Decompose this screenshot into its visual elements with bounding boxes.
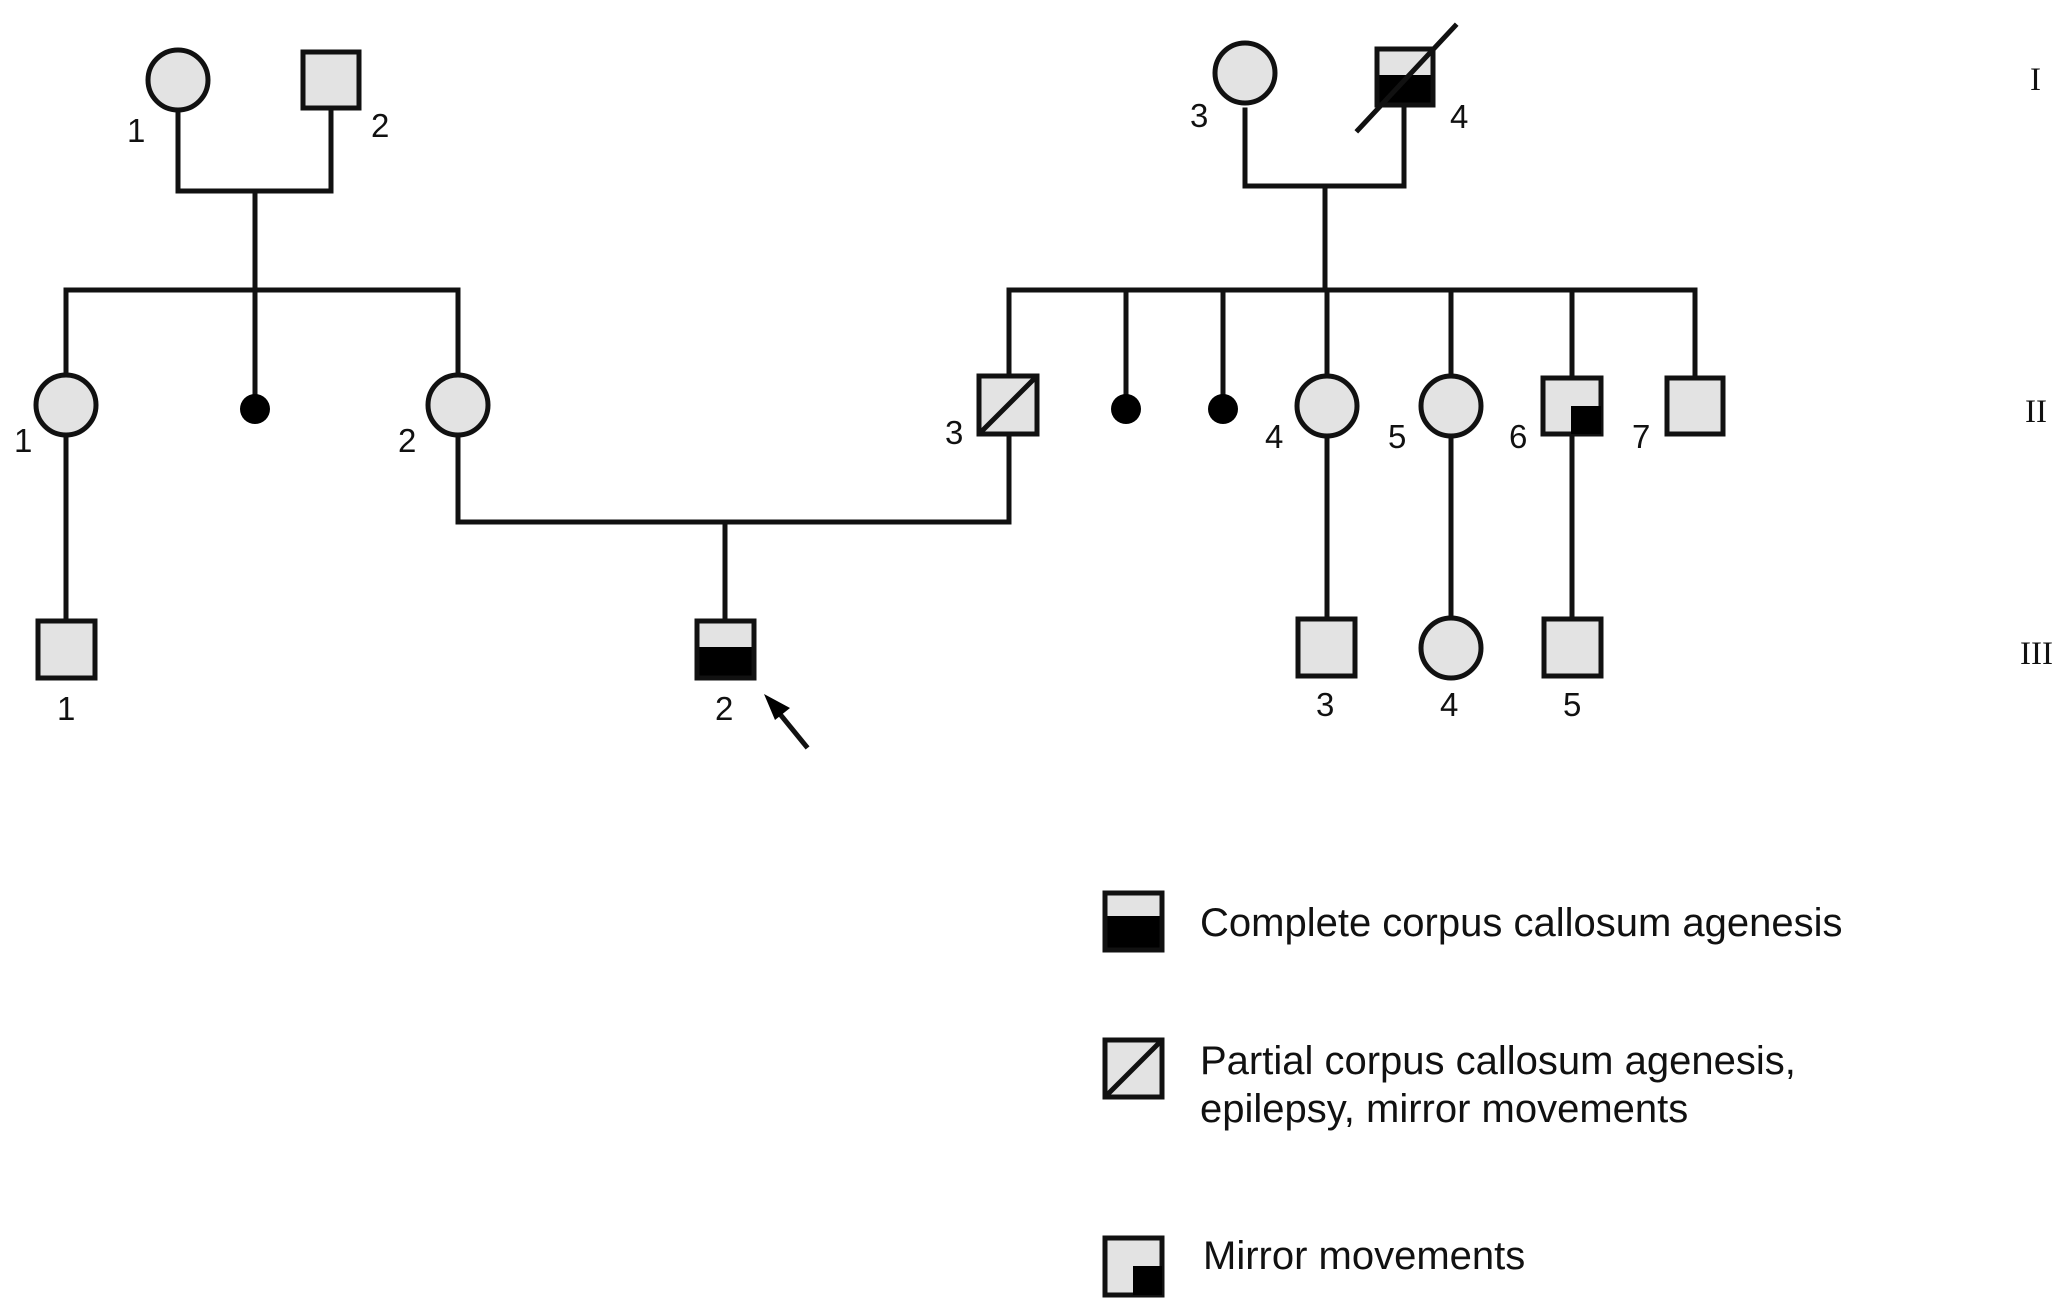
individual-III-5 bbox=[1541, 616, 1604, 679]
symbol-outline bbox=[694, 618, 757, 681]
female-symbol bbox=[145, 47, 211, 113]
individual-labels: 1 2 3 4 1 2 3 4 5 6 7 1 2 3 4 5 bbox=[14, 97, 1650, 727]
generation-label-I: I bbox=[2030, 62, 2041, 98]
label-II-4: 4 bbox=[1265, 418, 1283, 455]
pedigree-lines bbox=[63, 102, 1698, 623]
legend-symbol-outline bbox=[1102, 890, 1165, 953]
label-I-2: 2 bbox=[371, 107, 389, 144]
proband-arrow-head-icon bbox=[764, 694, 790, 720]
miscarriage-symbol bbox=[240, 394, 270, 424]
male-symbol bbox=[1664, 375, 1726, 437]
male-symbol bbox=[1541, 616, 1604, 679]
legend-label-partial-line2: epilepsy, mirror movements bbox=[1200, 1087, 1688, 1131]
legend-symbol-mirror-fill bbox=[1133, 1266, 1162, 1295]
label-III-3: 3 bbox=[1316, 686, 1334, 723]
affected-fill-complete bbox=[697, 647, 754, 678]
individual-II-sb1 bbox=[240, 394, 270, 424]
symbol-outline bbox=[1374, 46, 1436, 108]
individual-I-4 bbox=[1354, 22, 1459, 134]
legend-item-mirror: Mirror movements bbox=[1102, 1234, 1525, 1298]
label-II-2: 2 bbox=[398, 422, 416, 459]
individual-II-sb3 bbox=[1208, 394, 1238, 424]
legend-symbol-complete-fill bbox=[1105, 916, 1162, 950]
label-II-5: 5 bbox=[1388, 418, 1406, 455]
label-II-6: 6 bbox=[1509, 418, 1527, 455]
legend-label-partial-line1: Partial corpus callosum agenesis, bbox=[1200, 1039, 1796, 1083]
generation-label-III: III bbox=[2020, 636, 2053, 672]
label-I-4: 4 bbox=[1450, 98, 1468, 135]
mating-line-I3-I4 bbox=[1242, 102, 1407, 189]
female-symbol bbox=[1418, 615, 1484, 681]
legend-label-mirror: Mirror movements bbox=[1203, 1234, 1525, 1278]
label-II-1: 1 bbox=[14, 422, 32, 459]
female-symbol bbox=[425, 372, 491, 438]
mating-line-II2-II3 bbox=[455, 432, 1012, 525]
individual-III-4 bbox=[1418, 615, 1484, 681]
individual-III-1 bbox=[35, 618, 98, 681]
female-symbol bbox=[1418, 373, 1484, 439]
individual-III-2 bbox=[694, 618, 757, 681]
individual-I-1 bbox=[145, 47, 211, 113]
mating-line-I1-I2 bbox=[175, 107, 334, 194]
individual-I-2 bbox=[300, 49, 362, 111]
label-II-3: 3 bbox=[945, 414, 963, 451]
individual-II-3 bbox=[976, 373, 1040, 437]
miscarriage-symbol bbox=[1111, 394, 1141, 424]
proband-arrow bbox=[764, 694, 810, 750]
label-I-1: 1 bbox=[127, 112, 145, 149]
male-symbol bbox=[300, 49, 362, 111]
legend: Complete corpus callosum agenesis Partia… bbox=[1102, 890, 1843, 1298]
partial-affected-diagonal bbox=[977, 374, 1039, 436]
generation-labels: I II III bbox=[2020, 62, 2053, 672]
female-symbol bbox=[33, 372, 99, 438]
legend-label-complete: Complete corpus callosum agenesis bbox=[1200, 901, 1843, 945]
female-symbol bbox=[1294, 373, 1360, 439]
individual-III-3 bbox=[1295, 616, 1358, 679]
individual-II-2 bbox=[425, 372, 491, 438]
label-III-1: 1 bbox=[57, 690, 75, 727]
mirror-movement-fill bbox=[1571, 406, 1601, 434]
individual-II-1 bbox=[33, 372, 99, 438]
generation-label-II: II bbox=[2025, 394, 2047, 430]
individual-II-sb2 bbox=[1111, 394, 1141, 424]
label-II-7: 7 bbox=[1632, 418, 1650, 455]
legend-symbol-partial-diagonal bbox=[1103, 1038, 1164, 1099]
deceased-slash bbox=[1354, 22, 1459, 134]
label-I-3: 3 bbox=[1190, 97, 1208, 134]
legend-item-partial: Partial corpus callosum agenesis, epilep… bbox=[1102, 1037, 1796, 1131]
individual-II-6 bbox=[1540, 375, 1604, 437]
legend-item-complete: Complete corpus callosum agenesis bbox=[1102, 890, 1843, 953]
individual-II-5 bbox=[1418, 373, 1484, 439]
individual-I-3 bbox=[1212, 40, 1278, 106]
label-III-2: 2 bbox=[715, 690, 733, 727]
male-symbol bbox=[1295, 616, 1358, 679]
female-symbol bbox=[1212, 40, 1278, 106]
individual-II-4 bbox=[1294, 373, 1360, 439]
individual-II-7 bbox=[1664, 375, 1726, 437]
male-symbol bbox=[35, 618, 98, 681]
miscarriage-symbol bbox=[1208, 394, 1238, 424]
label-III-4: 4 bbox=[1440, 686, 1458, 723]
label-III-5: 5 bbox=[1563, 686, 1581, 723]
